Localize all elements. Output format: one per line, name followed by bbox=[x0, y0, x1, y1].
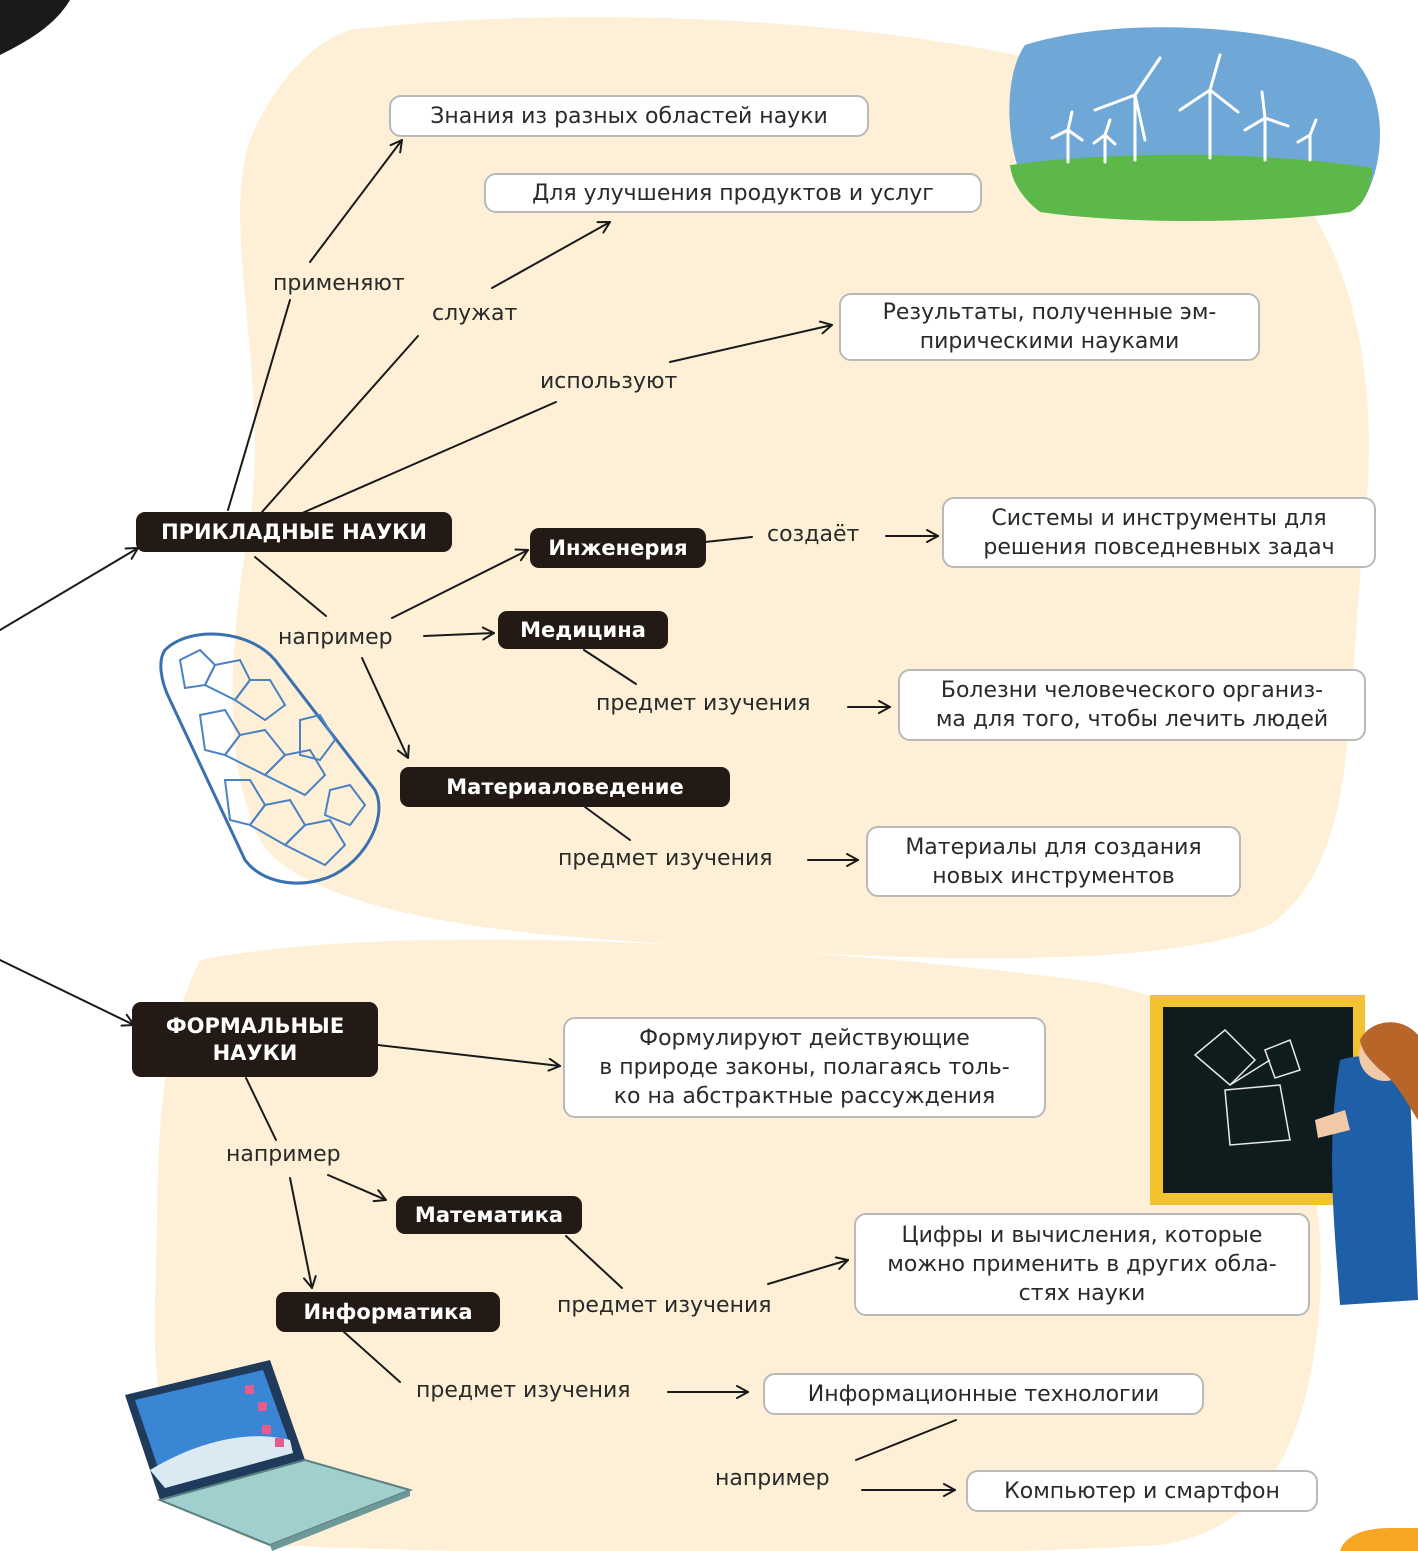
label-subject-medicine: предмет изучения bbox=[596, 691, 811, 716]
label-subject-cs: предмет изучения bbox=[416, 1378, 631, 1403]
medicine-node: Медицина bbox=[498, 611, 668, 649]
edge-materials-subject bbox=[584, 806, 631, 841]
it-box: Информационные технологии bbox=[763, 1373, 1204, 1415]
edge-subject-numbers bbox=[767, 1256, 849, 1285]
results-box: Результаты, полученные эм- пирическими н… bbox=[839, 293, 1260, 361]
edge-example-materials bbox=[361, 657, 410, 759]
label-subject-materials: предмет изучения bbox=[558, 846, 773, 871]
nanotube-illustration bbox=[159, 632, 381, 885]
materials-science-node: Материаловедение bbox=[400, 767, 730, 807]
devices-box: Компьютер и смартфон bbox=[966, 1470, 1318, 1512]
edge-example-engineering bbox=[391, 548, 529, 619]
label-creates: создаёт bbox=[767, 522, 860, 547]
edge-formal-formulate bbox=[377, 1044, 561, 1072]
edge-formal-example bbox=[245, 1077, 277, 1141]
label-example-formal: например bbox=[226, 1142, 341, 1167]
edge-use-results bbox=[669, 320, 833, 363]
edge-medicine-subject bbox=[583, 649, 637, 685]
systems-box: Системы и инструменты для решения повсед… bbox=[942, 497, 1376, 568]
edge-into-formal bbox=[0, 959, 135, 1027]
knowledge-box: Знания из разных областей науки bbox=[389, 95, 869, 137]
edge-cs-subject bbox=[343, 1331, 401, 1383]
page-corner-tab bbox=[1340, 1528, 1418, 1551]
label-example-applied: например bbox=[278, 625, 393, 650]
formulate-box: Формулируют действующие в природе законы… bbox=[563, 1017, 1046, 1118]
label-apply: применяют bbox=[273, 271, 405, 296]
numbers-box: Цифры и вычисления, которые можно примен… bbox=[854, 1213, 1310, 1316]
label-subject-math: предмет изучения bbox=[557, 1293, 772, 1318]
formal-sciences-node: ФОРМАЛЬНЫЕ НАУКИ bbox=[132, 1002, 378, 1077]
label-serve: служат bbox=[432, 301, 518, 326]
diseases-box: Болезни человеческого организ- ма для то… bbox=[898, 669, 1366, 741]
edge-example-cs bbox=[289, 1177, 317, 1289]
wind-turbines-illustration bbox=[1009, 27, 1380, 221]
teacher-chalkboard-illustration bbox=[1150, 995, 1418, 1305]
mathematics-node: Математика bbox=[396, 1196, 582, 1234]
edge-apply-knowledge bbox=[309, 139, 403, 263]
corner-decoration bbox=[0, 0, 70, 55]
edge-example-math bbox=[327, 1174, 387, 1203]
edge-it-example bbox=[855, 1419, 957, 1461]
materials-info-box: Материалы для создания новых инструменто… bbox=[866, 826, 1241, 897]
laptop-illustration bbox=[125, 1360, 414, 1551]
edge-applied-apply bbox=[227, 299, 291, 511]
edge-applied-use bbox=[299, 401, 557, 515]
edge-into-applied bbox=[0, 547, 139, 631]
edge-applied-serve bbox=[261, 335, 419, 513]
edge-applied-example bbox=[254, 556, 327, 617]
informatics-node: Информатика bbox=[276, 1292, 500, 1332]
label-example-it: например bbox=[715, 1466, 830, 1491]
label-use: используют bbox=[540, 369, 678, 394]
edge-math-subject bbox=[565, 1235, 623, 1289]
edge-example-medicine bbox=[423, 626, 495, 641]
edge-engineering-creates bbox=[704, 536, 753, 543]
applied-sciences-node: ПРИКЛАДНЫЕ НАУКИ bbox=[136, 512, 452, 552]
edge-serve-improve bbox=[491, 221, 611, 289]
engineering-node: Инженерия bbox=[530, 528, 706, 568]
improve-box: Для улучшения продуктов и услуг bbox=[484, 173, 982, 213]
